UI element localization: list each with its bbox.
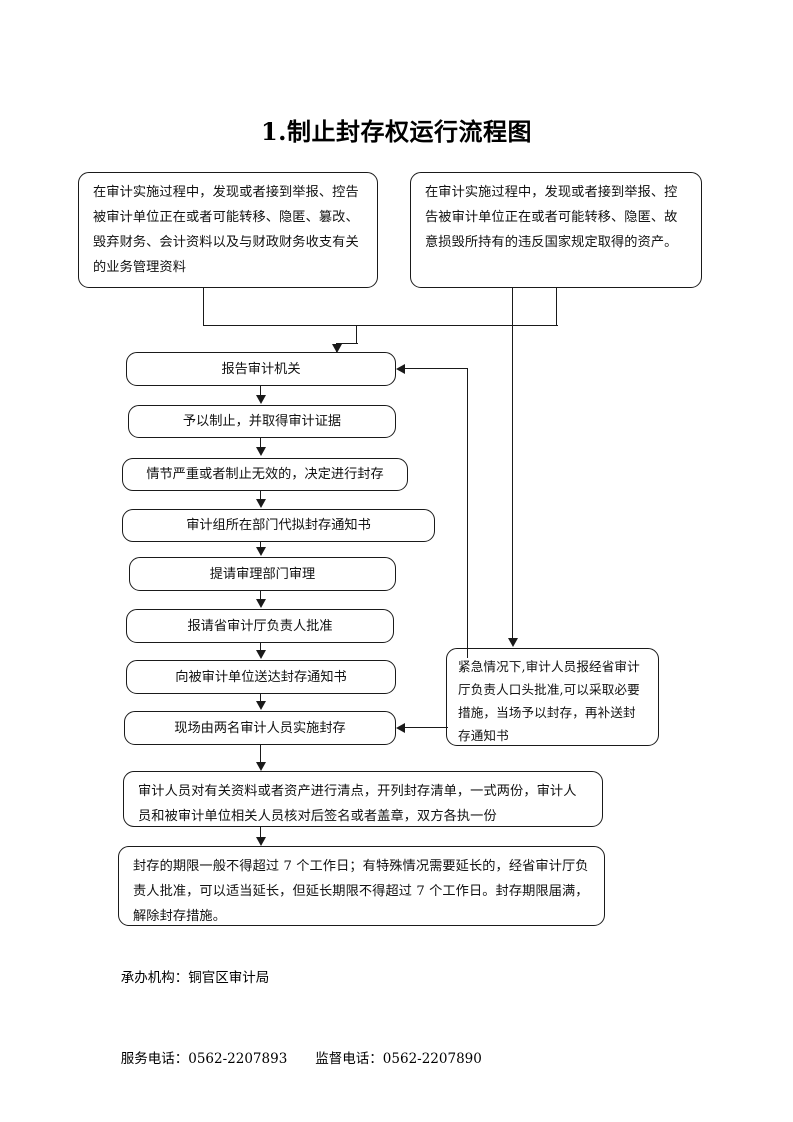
connector-merge-bus <box>203 325 558 327</box>
step-box-6: 报请省审计厅负责人批准 <box>126 609 394 643</box>
connector-feedback-horizontal <box>404 368 468 370</box>
step-box-1: 报告审计机关 <box>126 352 396 386</box>
arrow-step-9-to-10 <box>256 837 266 846</box>
step-box-8: 现场由两名审计人员实施封存 <box>124 711 396 745</box>
step-box-1-text: 报告审计机关 <box>221 361 301 377</box>
footer-supervision-label: 监督电话： <box>315 1051 383 1067</box>
arrow-feedback-into-step-1 <box>396 364 405 374</box>
step-box-6-text: 报请省审计厅负责人批准 <box>187 618 333 634</box>
emergency-note-box: 紧急情况下,审计人员报经省审计厅负责人口头批准,可以采取必要措施，当场予以封存，… <box>446 648 659 746</box>
arrow-step-3-to-4 <box>256 499 266 508</box>
input-box-left-text: 在审计实施过程中，发现或者接到举报、控告被审计单位正在或者可能转移、隐匿、篡改、… <box>93 185 359 275</box>
arrow-step-2-to-3 <box>256 447 266 456</box>
connector-emergency-to-step-8 <box>404 727 448 729</box>
arrow-step-8-to-9 <box>256 762 266 771</box>
footer: 承办机构：铜官区审计局 服务电话：0562-2207893 监督电话：0562-2… <box>95 938 482 1100</box>
step-box-3-text: 情节严重或者制止无效的，决定进行封存 <box>146 467 384 482</box>
arrow-step-7-to-8 <box>256 701 266 710</box>
step-box-9: 审计人员对有关资料或者资产进行清点，开列封存清单，一式两份，审计人员和被审计单位… <box>123 771 603 827</box>
connector-right-input-to-emergency <box>512 288 514 644</box>
footer-agency-label: 承办机构： <box>120 970 189 986</box>
connector-left-input-down <box>203 288 205 326</box>
arrow-into-emergency-note <box>508 638 518 647</box>
footer-service-label: 服务电话： <box>120 1051 189 1067</box>
step-box-9-text: 审计人员对有关资料或者资产进行清点，开列封存清单，一式两份，审计人员和被审计单位… <box>138 784 577 824</box>
step-box-3: 情节严重或者制止无效的，决定进行封存 <box>122 458 408 491</box>
arrow-step-6-to-7 <box>256 650 266 659</box>
connector-merge-jog <box>336 343 358 345</box>
arrow-step-1-to-2 <box>256 395 266 404</box>
page-title: 1.制止封存权运行流程图 <box>260 117 533 146</box>
emergency-note-text: 紧急情况下,审计人员报经省审计厅负责人口头批准,可以采取必要措施，当场予以封存，… <box>458 659 640 743</box>
connector-step-7-to-8 <box>260 694 262 702</box>
arrow-step-4-to-5 <box>256 547 266 556</box>
footer-supervision-value: 0562-2207890 <box>382 1051 482 1067</box>
step-box-2: 予以制止，并取得审计证据 <box>128 405 396 438</box>
footer-agency-value: 铜官区审计局 <box>188 970 270 986</box>
step-box-4: 审计组所在部门代拟封存通知书 <box>122 509 435 542</box>
step-box-7-text: 向被审计单位送达封存通知书 <box>175 669 347 685</box>
connector-step-4-to-5 <box>260 542 262 549</box>
arrow-emergency-to-step-8 <box>396 723 405 733</box>
connector-step-6-to-7 <box>260 643 262 651</box>
connector-step-3-to-4 <box>260 491 262 500</box>
connector-step-1-to-2 <box>260 386 262 396</box>
step-box-10-text: 封存的期限一般不得超过 7 个工作日；有特殊情况需要延长的，经省审计厅负责人批准… <box>133 859 589 924</box>
connector-merge-down <box>356 325 358 344</box>
step-box-5: 提请审理部门审理 <box>129 557 396 591</box>
footer-service-value: 0562-2207893 <box>188 1051 288 1067</box>
step-box-10: 封存的期限一般不得超过 7 个工作日；有特殊情况需要延长的，经省审计厅负责人批准… <box>118 846 605 926</box>
step-box-2-text: 予以制止，并取得审计证据 <box>182 414 342 429</box>
connector-step-8-to-9 <box>260 745 262 764</box>
input-box-right-text: 在审计实施过程中，发现或者接到举报、控告被审计单位正在或者可能转移、隐匿、故意损… <box>425 185 678 250</box>
connector-step-5-to-6 <box>260 591 262 600</box>
input-box-left: 在审计实施过程中，发现或者接到举报、控告被审计单位正在或者可能转移、隐匿、篡改、… <box>78 172 378 288</box>
input-box-right: 在审计实施过程中，发现或者接到举报、控告被审计单位正在或者可能转移、隐匿、故意损… <box>410 172 702 288</box>
arrow-step-5-to-6 <box>256 599 266 608</box>
arrow-into-step-1 <box>332 344 342 353</box>
step-box-5-text: 提请审理部门审理 <box>209 566 316 582</box>
connector-right-input-down <box>556 288 558 326</box>
footer-phone-row: 服务电话：0562-2207893 监督电话：0562-2207890 <box>95 1019 482 1100</box>
connector-step-2-to-3 <box>260 438 262 448</box>
connector-feedback-vertical <box>467 368 469 658</box>
step-box-4-text: 审计组所在部门代拟封存通知书 <box>186 518 371 533</box>
connector-step-9-to-10 <box>260 827 262 838</box>
step-box-8-text: 现场由两名审计人员实施封存 <box>174 720 346 736</box>
step-box-7: 向被审计单位送达封存通知书 <box>126 660 396 694</box>
footer-agency-row: 承办机构：铜官区审计局 <box>95 938 482 1019</box>
